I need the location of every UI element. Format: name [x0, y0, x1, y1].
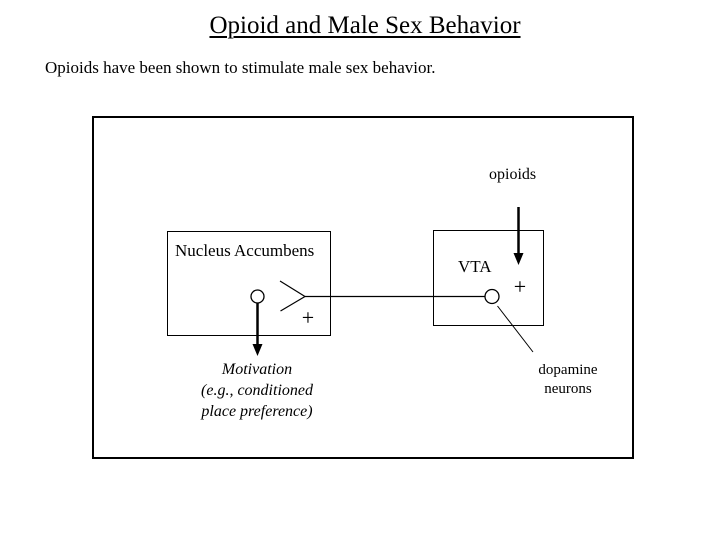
- opioids-label: opioids: [489, 166, 537, 183]
- nac-excitatory-plus-sign: +: [301, 305, 315, 330]
- vta-excitatory-plus-sign: +: [513, 274, 527, 299]
- nucleus-accumbens-box: Nucleus Accumbens: [167, 231, 331, 336]
- vta-label: VTA: [458, 257, 492, 276]
- diagram-frame: [92, 116, 634, 459]
- slide-title: Opioid and Male Sex Behavior: [209, 12, 521, 39]
- motivation-label: Motivation (e.g., conditioned place pref…: [201, 361, 313, 420]
- slide-subtitle: Opioids have been shown to stimulate mal…: [45, 58, 436, 77]
- vta-box: VTA: [433, 230, 544, 326]
- nucleus-accumbens-label: Nucleus Accumbens: [175, 241, 315, 260]
- dopamine-neurons-label: dopamine neurons: [538, 362, 598, 397]
